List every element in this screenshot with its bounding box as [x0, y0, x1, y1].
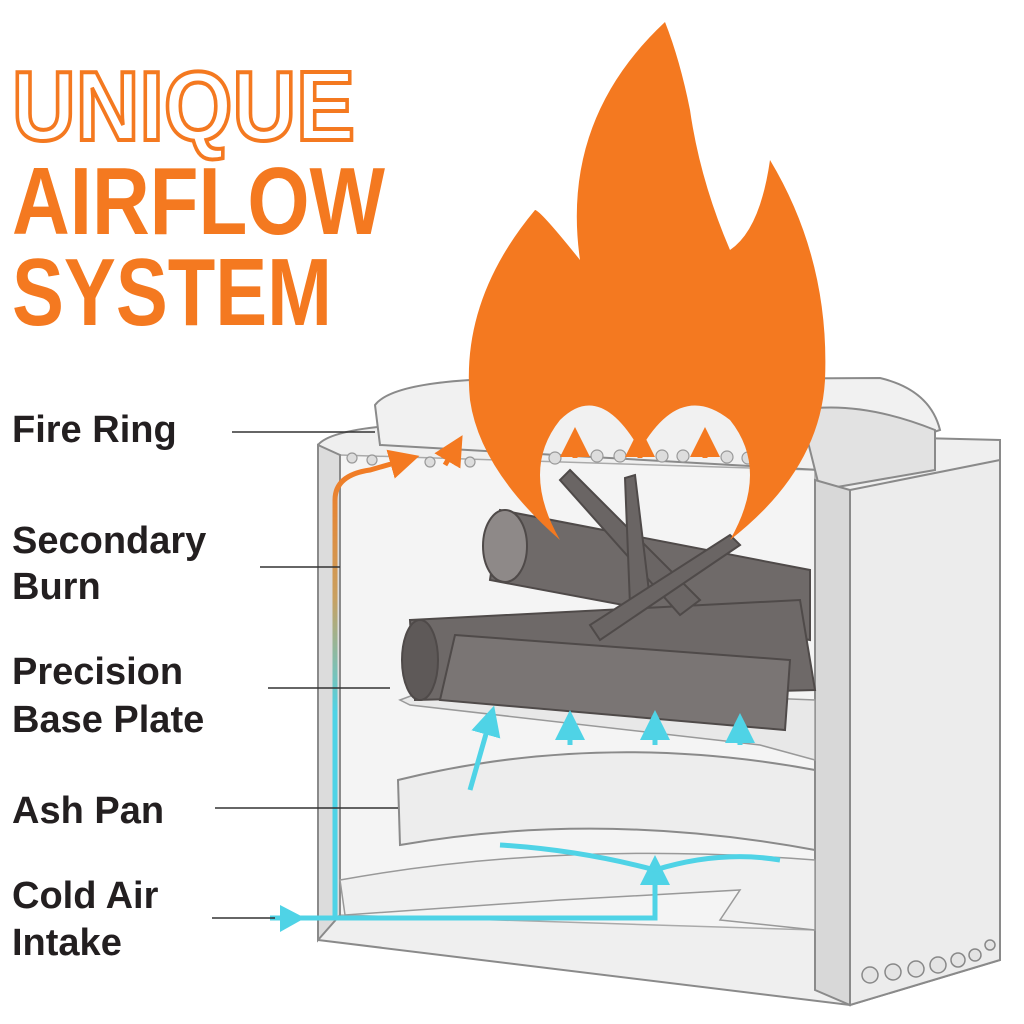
logs — [401, 468, 817, 732]
label-cold-air-line1: Cold Air — [12, 875, 159, 917]
label-base-plate-line1: Precision — [12, 651, 183, 693]
cold-air-flow — [270, 705, 781, 921]
title-line-airflow: AIRFLOW — [12, 148, 385, 255]
label-fire-ring: Fire Ring — [12, 409, 177, 451]
leader-lines — [212, 431, 398, 919]
label-ash-pan: Ash Pan — [12, 790, 164, 832]
flame — [468, 22, 826, 540]
label-base-plate-line2: Base Plate — [12, 699, 204, 741]
intake-holes — [861, 939, 996, 984]
label-secondary-burn-line1: Secondary — [12, 520, 206, 562]
cold-air-intake-arrow — [280, 905, 305, 932]
ash-pan — [396, 751, 816, 852]
label-cold-air-line2: Intake — [12, 922, 122, 964]
title-line-system: SYSTEM — [12, 239, 332, 346]
label-secondary-burn-line2: Burn — [12, 566, 101, 608]
secondary-air-channel — [332, 449, 420, 918]
secondary-burn-holes — [346, 449, 755, 468]
secondary-burn-arrows — [434, 427, 720, 469]
title-line-unique: UNIQUE — [12, 51, 355, 161]
